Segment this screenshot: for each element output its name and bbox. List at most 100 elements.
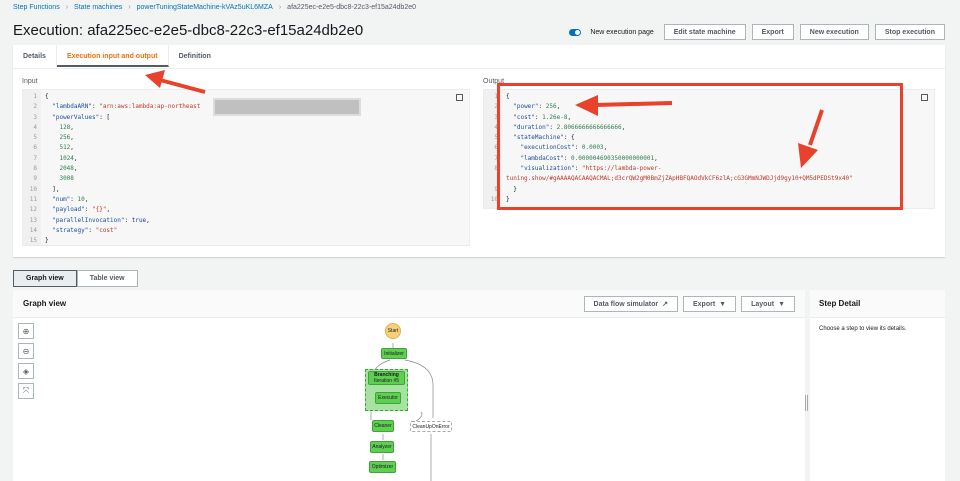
code-token: 2048 bbox=[59, 165, 74, 173]
code-token: 256 bbox=[59, 134, 71, 142]
code-token: { bbox=[45, 93, 49, 100]
breadcrumb-current: afa225ec-e2e5-dbc8-22c3-ef15a24db2e0 bbox=[287, 4, 416, 11]
code-line: { bbox=[45, 92, 465, 102]
graph-panel: Graph view Data flow simulator↗ Export▼ … bbox=[13, 290, 805, 481]
annotation-arrow bbox=[145, 70, 206, 94]
code-token: "{}" bbox=[91, 206, 107, 214]
node-cleaner[interactable]: Cleaner bbox=[372, 420, 394, 432]
code-token: : { bbox=[563, 134, 575, 142]
iteration-label: Iteration #5 bbox=[373, 378, 400, 384]
node-start[interactable]: Start bbox=[385, 323, 401, 339]
node-analyzer[interactable]: Analyzer bbox=[370, 441, 394, 453]
code-token: , bbox=[106, 206, 111, 214]
tab-definition[interactable]: Definition bbox=[178, 53, 211, 60]
breadcrumb: Step Functions› State machines› powerTun… bbox=[13, 4, 416, 11]
breadcrumb-state-machine[interactable]: powerTuningStateMachine-kVAz5uKL6MZA bbox=[136, 4, 273, 11]
code-line: 2048, bbox=[45, 164, 465, 174]
step-detail-panel: Step Detail Choose a step to view its de… bbox=[810, 290, 945, 481]
code-token: { bbox=[506, 93, 510, 100]
page-title: Execution: afa225ec-e2e5-dbc8-22c3-ef15a… bbox=[13, 22, 364, 39]
breadcrumb-step-functions[interactable]: Step Functions bbox=[13, 4, 60, 11]
code-token: , bbox=[146, 216, 150, 224]
line-number: 8 bbox=[494, 165, 498, 173]
line-number: 9 bbox=[33, 175, 37, 183]
tab-execution-input-output[interactable]: Execution input and output bbox=[56, 45, 169, 67]
tab-table-view[interactable]: Table view bbox=[76, 270, 138, 287]
code-token: } bbox=[506, 195, 510, 203]
code-token: : bbox=[88, 226, 96, 234]
copy-icon[interactable] bbox=[456, 94, 463, 101]
node-executor[interactable]: Executor bbox=[375, 392, 401, 404]
node-cleanup-on-error[interactable]: CleanUpOnError bbox=[410, 421, 452, 432]
code-token: 1024 bbox=[59, 154, 74, 162]
new-execution-button[interactable]: New execution bbox=[799, 24, 869, 40]
code-line: "payload": "{}", bbox=[45, 205, 465, 215]
caret-down-icon: ▼ bbox=[778, 300, 785, 308]
code-token: "strategy" bbox=[52, 226, 89, 234]
code-token: "lambdaARN" bbox=[52, 103, 92, 111]
layout-button[interactable]: Layout▼ bbox=[741, 296, 795, 312]
code-line: "powerValues": [ bbox=[45, 113, 465, 123]
code-token: , bbox=[654, 154, 658, 162]
center-icon[interactable]: ◈ bbox=[18, 363, 34, 379]
panel-resize-handle[interactable] bbox=[805, 395, 808, 411]
toggle-label: New execution page bbox=[590, 28, 654, 36]
code-line: "visualization": "https://lambda-power- … bbox=[506, 164, 930, 185]
tab-graph-view[interactable]: Graph view bbox=[13, 270, 77, 287]
line-number: 8 bbox=[33, 165, 37, 173]
line-number: 15 bbox=[29, 237, 37, 245]
code-token: : bbox=[538, 103, 546, 111]
edit-state-machine-button[interactable]: Edit state machine bbox=[663, 24, 746, 40]
fit-icon[interactable]: ⤧ bbox=[18, 383, 34, 399]
line-number: 12 bbox=[29, 206, 37, 214]
node-initializer[interactable]: Initializer bbox=[381, 348, 407, 359]
code-token: , bbox=[70, 134, 74, 142]
export-button[interactable]: Export bbox=[751, 24, 794, 40]
breadcrumb-state-machines[interactable]: State machines bbox=[74, 4, 123, 11]
step-detail-text: Choose a step to view its details. bbox=[819, 326, 907, 332]
code-line: "lambdaCost": 0.000004690350000000001, bbox=[506, 154, 930, 164]
code-token: 128 bbox=[59, 123, 71, 131]
code-token: "num" bbox=[52, 195, 71, 203]
code-token: "lambdaCost" bbox=[520, 154, 564, 162]
tabs: Details Execution input and output Defin… bbox=[13, 45, 945, 69]
stop-execution-button[interactable]: Stop execution bbox=[874, 24, 945, 40]
code-line: ], bbox=[45, 185, 465, 195]
line-number: 14 bbox=[29, 226, 37, 234]
code-line: } bbox=[506, 185, 930, 195]
new-execution-page-toggle[interactable] bbox=[569, 28, 582, 36]
copy-icon[interactable] bbox=[921, 94, 928, 101]
code-token: : bbox=[124, 216, 132, 224]
external-link-icon: ↗ bbox=[662, 301, 668, 308]
code-token: "power" bbox=[513, 103, 539, 111]
tab-details[interactable]: Details bbox=[13, 45, 57, 67]
code-token: , bbox=[73, 154, 78, 162]
code-line: "num": 10, bbox=[45, 195, 465, 205]
code-token: 2.8066666666666666 bbox=[556, 123, 622, 131]
data-flow-simulator-button[interactable]: Data flow simulator↗ bbox=[583, 296, 678, 312]
zoom-in-icon[interactable]: ⊕ bbox=[18, 323, 34, 339]
node-optimizer[interactable]: Optimizer bbox=[369, 461, 396, 473]
line-number: 4 bbox=[33, 123, 37, 131]
graph-export-button[interactable]: Export▼ bbox=[683, 296, 737, 312]
header-actions: New execution page Edit state machine Ex… bbox=[569, 24, 945, 40]
code-token: : bbox=[84, 206, 92, 214]
code-token: 512 bbox=[59, 144, 71, 152]
code-token: } bbox=[506, 185, 517, 193]
graph-edges bbox=[370, 343, 434, 481]
zoom-out-icon[interactable]: ⊖ bbox=[18, 343, 34, 359]
line-number: 1 bbox=[494, 93, 498, 100]
code-token: "duration" bbox=[513, 123, 550, 131]
code-token: "executionCost" bbox=[520, 144, 575, 152]
code-token: : bbox=[91, 103, 100, 111]
code-line: 128, bbox=[45, 123, 465, 133]
output-label: Output bbox=[483, 78, 505, 85]
code-token: "cost" bbox=[95, 226, 118, 234]
code-line: "stateMachine": { bbox=[506, 133, 930, 143]
annotation-highlight-box bbox=[497, 83, 903, 210]
code-token: "parallelInvocation" bbox=[52, 216, 125, 224]
